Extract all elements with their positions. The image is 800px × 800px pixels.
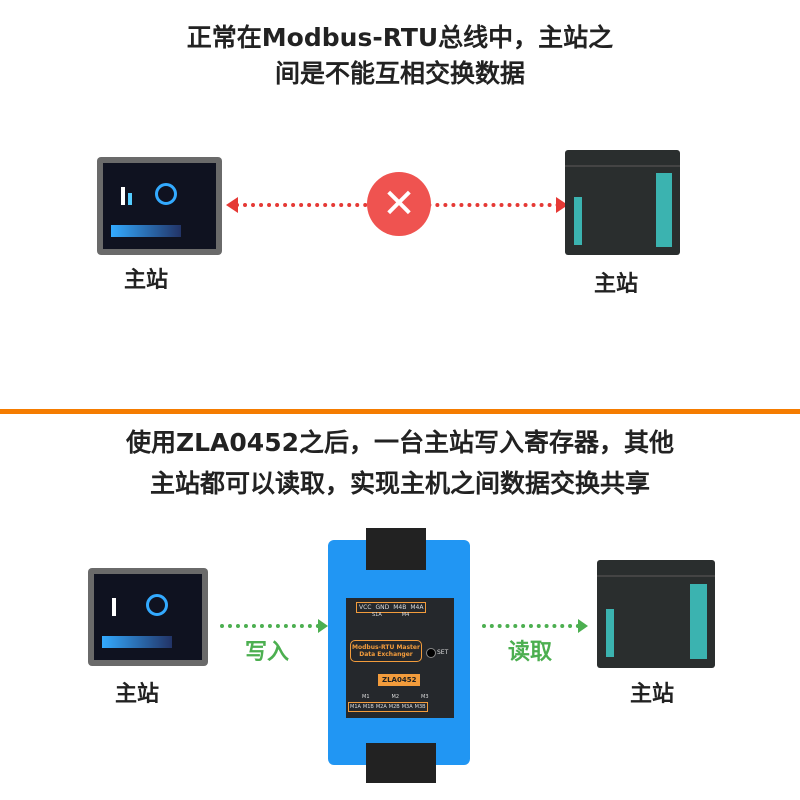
led-label: M1	[362, 694, 370, 700]
bottom-left-master-label: 主站	[115, 682, 160, 707]
led-label: M4	[401, 612, 410, 618]
read-arrow-head-icon	[578, 619, 588, 633]
read-label: 读取	[508, 640, 553, 665]
pin-label: M3B	[414, 704, 426, 710]
write-label: 写入	[245, 640, 290, 665]
pin-label: GND	[375, 604, 390, 611]
pin-label: M1A	[350, 704, 361, 710]
x-circle-icon: ✕	[367, 172, 431, 236]
top-right-master-label: 主站	[594, 272, 639, 297]
top-title-line1: 正常在Modbus-RTU总线中，主站之	[186, 23, 614, 52]
pin-label: M3A	[401, 704, 413, 710]
bottom-right-master-label: 主站	[630, 682, 675, 707]
model-label: ZLA0452	[378, 674, 421, 686]
plc-bottom	[597, 560, 715, 668]
plc-right	[565, 150, 680, 255]
pin-label: M2A	[375, 704, 387, 710]
hmi-panel-bottom	[88, 568, 208, 666]
read-arrow	[482, 624, 580, 628]
device-name-line2: Data Exchanger	[359, 651, 413, 658]
write-arrow-head-icon	[318, 619, 328, 633]
led-label: M2	[391, 694, 400, 700]
set-button[interactable]	[426, 648, 436, 658]
top-terminal	[366, 528, 426, 570]
hmi-panel-left	[97, 157, 222, 255]
top-title-line2: 间是不能互相交换数据	[274, 59, 525, 88]
arrow-left-head-icon	[226, 197, 238, 213]
pin-label: VCC	[359, 604, 372, 611]
bottom-title-line2: 主站都可以读取，实现主机之间数据交换共享	[149, 469, 650, 498]
led-label: S1A	[372, 612, 382, 618]
pin-label: M1B	[362, 704, 374, 710]
device-name-line1: Modbus-RTU Master	[352, 644, 420, 651]
bottom-terminal	[366, 743, 436, 783]
led-label: M3	[421, 694, 429, 700]
write-arrow	[220, 624, 320, 628]
set-label: SET	[437, 649, 449, 656]
divider	[0, 409, 800, 414]
pin-label: M2B	[388, 704, 400, 710]
pin-label: M4A	[410, 604, 424, 611]
top-left-master-label: 主站	[124, 268, 169, 293]
bottom-title-line1: 使用ZLA0452之后，一台主站写入寄存器，其他	[126, 428, 674, 457]
pin-label: M4B	[393, 604, 407, 611]
